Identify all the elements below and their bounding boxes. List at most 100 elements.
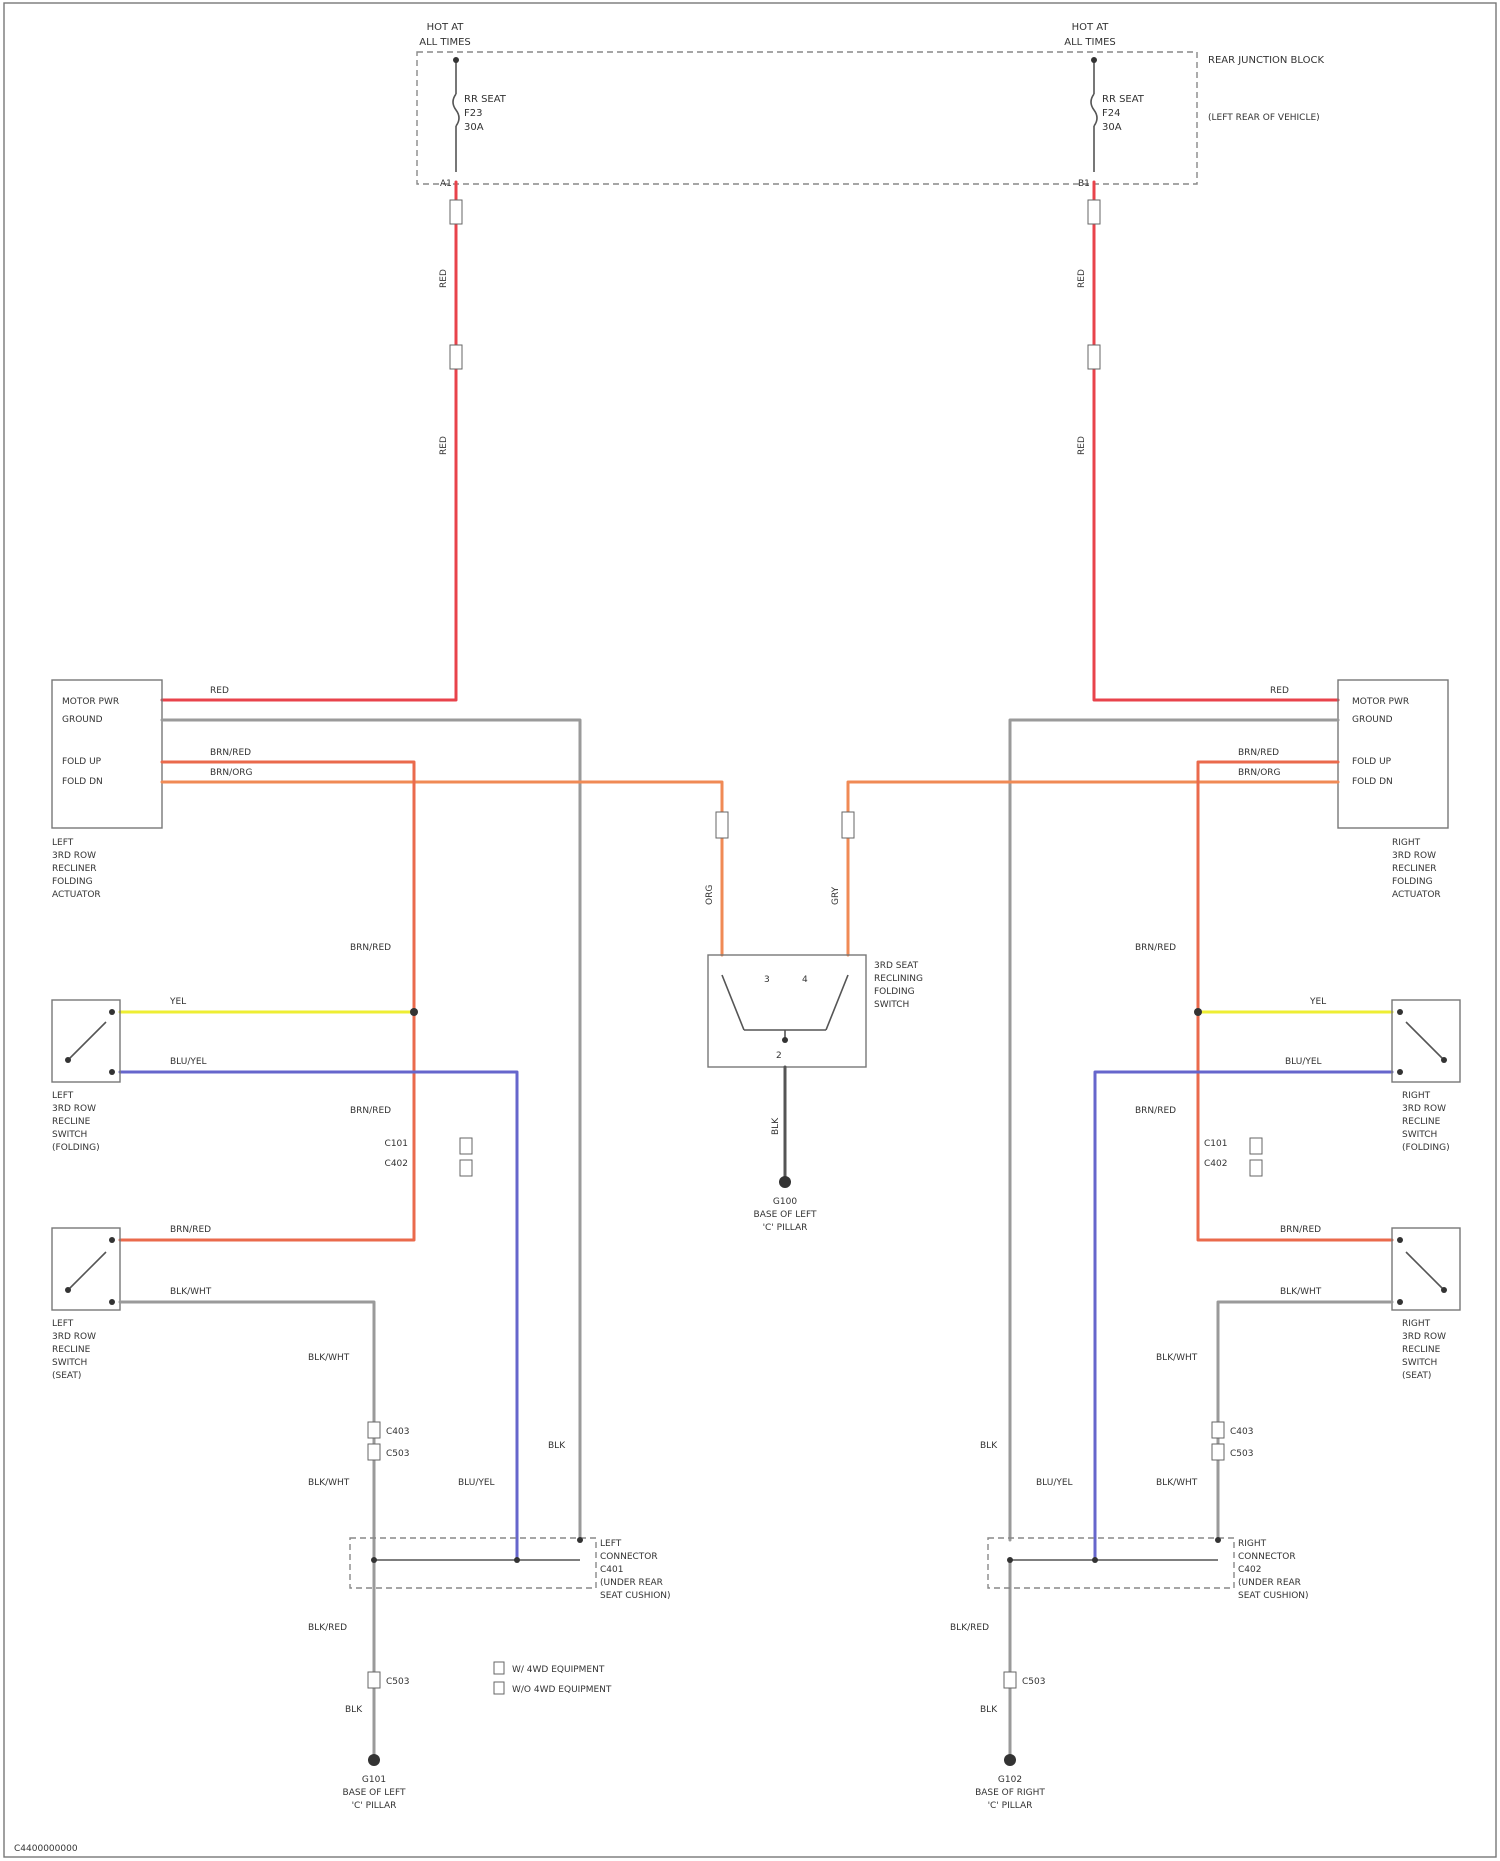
center-ground-name: G100 — [773, 1197, 797, 1207]
wire-center-ground-label: BLK — [771, 1117, 781, 1135]
wire-salmon-left — [120, 762, 414, 1240]
inline-connector-left-low-label-1: C403 — [386, 1427, 409, 1437]
wire-blk-wht-left-label-3: BLK/WHT — [308, 1478, 350, 1488]
right-sw-fold-name-5: (FOLDING) — [1402, 1143, 1450, 1153]
center-switch-pin-2: 2 — [776, 1051, 782, 1061]
inline-connector-right-bottom: C503 — [1004, 1672, 1045, 1688]
splice-right — [1194, 1008, 1202, 1016]
left-sw-seat-name-4: SWITCH — [52, 1358, 87, 1368]
wire-blk-wht-left-label-1: BLK/WHT — [170, 1287, 212, 1297]
wire-blue-right-label-2: BLU/YEL — [1036, 1478, 1073, 1488]
left-sw-fold-name-5: (FOLDING) — [52, 1143, 100, 1153]
center-switch-name-4: SWITCH — [874, 1000, 909, 1010]
left-ground-name: G101 — [362, 1775, 386, 1785]
wire-salmon-left-label-2: BRN/RED — [350, 943, 391, 953]
right-sw-seat-name-2: 3RD ROW — [1402, 1332, 1446, 1342]
legend-marker-1 — [494, 1662, 504, 1674]
wire-red-left-label-3: RED — [210, 686, 229, 696]
left-conn-name-3: C401 — [600, 1565, 623, 1575]
right-actuator-pin-3: FOLD UP — [1352, 757, 1392, 767]
wire-gray-left-label: BLK — [548, 1441, 566, 1451]
right-sw-seat-name-1: RIGHT — [1402, 1319, 1431, 1329]
left-conn-name-1: LEFT — [600, 1539, 622, 1549]
left-actuator-pin-2: GROUND — [62, 715, 103, 725]
right-conn-name-5: SEAT CUSHION) — [1238, 1591, 1309, 1601]
left-actuator-pin-3: FOLD UP — [62, 757, 102, 767]
legend: W/ 4WD EQUIPMENT W/O 4WD EQUIPMENT — [494, 1662, 612, 1695]
connector-mark-center-left — [716, 812, 728, 838]
right-actuator-name-1: RIGHT — [1392, 838, 1421, 848]
fuse-left-label: RR SEAT — [464, 94, 507, 105]
left-sw-seat-name-5: (SEAT) — [52, 1371, 81, 1381]
wire-gray-right-label: BLK — [980, 1441, 998, 1451]
wire-red-left-label-2: RED — [439, 436, 449, 455]
inline-connector-left-low-label-2: C503 — [386, 1449, 409, 1459]
wire-blk-wht-right — [1218, 1302, 1392, 1540]
wire-blk-wht-left — [120, 1302, 374, 1760]
center-switch-contacts — [722, 975, 848, 1043]
wire-blue-right-label-1: BLU/YEL — [1285, 1057, 1322, 1067]
left-sw-fold-name-2: 3RD ROW — [52, 1104, 96, 1114]
wire-blk-red-right-label: BLK/RED — [950, 1623, 989, 1633]
center-switch-name-3: FOLDING — [874, 987, 915, 997]
footer-code: C4400000000 — [14, 1844, 78, 1854]
junction-block-name: REAR JUNCTION BLOCK — [1208, 55, 1324, 66]
inline-connector-left-mid-label-1: C101 — [385, 1139, 408, 1149]
right-sw-fold-name-2: 3RD ROW — [1402, 1104, 1446, 1114]
left-sw-seat-name-3: RECLINE — [52, 1345, 91, 1355]
left-conn-name-4: (UNDER REAR — [600, 1578, 663, 1588]
connector-mark-left-2 — [450, 345, 462, 369]
wire-red-right-label-1: RED — [1077, 269, 1087, 288]
fuse-left-subtitle: ALL TIMES — [419, 37, 471, 48]
right-ground-location-2: 'C' PILLAR — [988, 1801, 1033, 1811]
wire-blk-left-label: BLK — [345, 1705, 363, 1715]
left-actuator-pin-4: FOLD DN — [62, 777, 103, 787]
left-ground-location-1: BASE OF LEFT — [343, 1788, 406, 1798]
center-switch-pin-4: 4 — [802, 975, 808, 985]
left-actuator-name-2: 3RD ROW — [52, 851, 96, 861]
left-actuator-name-1: LEFT — [52, 838, 74, 848]
inline-connector-right-mid-label-2: C402 — [1204, 1159, 1227, 1169]
inline-connector-left-mid: C101 C402 — [385, 1138, 472, 1176]
right-sw-seat-name-5: (SEAT) — [1402, 1371, 1431, 1381]
inline-connector-right-mid-label-1: C101 — [1204, 1139, 1227, 1149]
right-conn-name-1: RIGHT — [1238, 1539, 1267, 1549]
right-ground-name: G102 — [998, 1775, 1022, 1785]
fuse-right-title: HOT AT — [1072, 22, 1110, 33]
inline-connector-left-bottom-label: C503 — [386, 1677, 409, 1687]
center-ground-location-2: 'C' PILLAR — [763, 1223, 808, 1233]
inline-connector-right-low-label-1: C403 — [1230, 1427, 1253, 1437]
wire-orange-right — [848, 782, 1338, 955]
inline-connector-right-bottom-label: C503 — [1022, 1677, 1045, 1687]
wire-salmon-left-label-1: BRN/RED — [210, 748, 251, 758]
right-actuator-name-3: RECLINER — [1392, 864, 1437, 874]
fuse-right-id: F24 — [1102, 108, 1120, 119]
fuse-left-amp: 30A — [464, 122, 484, 133]
left-sw-fold-name-4: SWITCH — [52, 1130, 87, 1140]
center-ground-symbol — [779, 1176, 791, 1188]
fuse-right-pin: B1 — [1078, 179, 1090, 189]
wire-blue-right — [1095, 1072, 1392, 1560]
wire-orange-left-label: BRN/ORG — [210, 768, 253, 778]
wire-blk-wht-right-label-2: BLK/WHT — [1156, 1353, 1198, 1363]
inline-connector-right-low-label-2: C503 — [1230, 1449, 1253, 1459]
wire-yellow-right-label: YEL — [1309, 997, 1326, 1007]
right-sw-fold-name-3: RECLINE — [1402, 1117, 1441, 1127]
wire-orange-right-label: BRN/ORG — [1238, 768, 1281, 778]
left-sw-seat-name-2: 3RD ROW — [52, 1332, 96, 1342]
wire-orange-left — [162, 782, 722, 955]
left-conn-name-2: CONNECTOR — [600, 1552, 658, 1562]
right-actuator-name-2: 3RD ROW — [1392, 851, 1436, 861]
wire-blue-left-label-1: BLU/YEL — [170, 1057, 207, 1067]
left-actuator-name-5: ACTUATOR — [52, 890, 101, 900]
connector-mark-center-right — [842, 812, 854, 838]
right-actuator-pin-1: MOTOR PWR — [1352, 697, 1409, 707]
left-actuator-name-4: FOLDING — [52, 877, 93, 887]
center-switch-box — [708, 955, 866, 1067]
wire-salmon-right-label-3: BRN/RED — [1135, 1106, 1176, 1116]
wire-salmon-right-label-2: BRN/RED — [1135, 943, 1176, 953]
left-conn-outline — [350, 1538, 596, 1588]
left-actuator-pin-1: MOTOR PWR — [62, 697, 119, 707]
right-conn-outline — [988, 1538, 1234, 1588]
